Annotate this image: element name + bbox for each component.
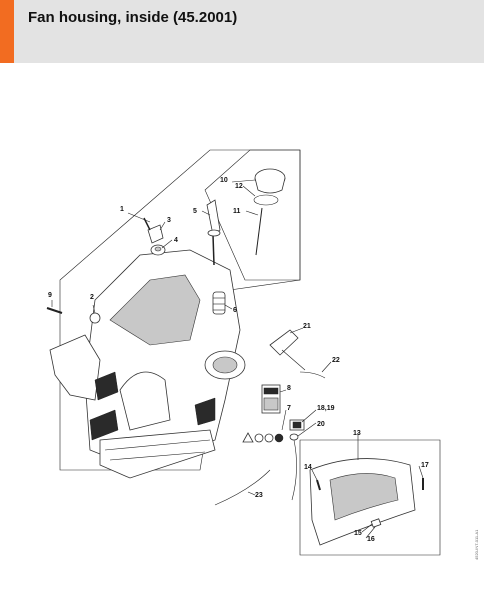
callout-labels: 1 2 3 4 5 6 7 8 9 10 11 12 13 14 15 16 1… bbox=[48, 177, 429, 543]
fan-housing-outline bbox=[59, 149, 301, 471]
callout-10: 10 bbox=[220, 177, 228, 184]
part-14-screw bbox=[316, 479, 321, 491]
part-2 bbox=[89, 304, 101, 324]
callout-18-19: 18,19 bbox=[317, 405, 335, 412]
callout-6: 6 bbox=[233, 307, 237, 314]
document-id: 4520-INT-011-A1 bbox=[474, 529, 479, 560]
page-header: Fan housing, inside (45.2001) bbox=[0, 0, 484, 63]
callout-1: 1 bbox=[120, 206, 124, 213]
part-6 bbox=[212, 291, 226, 315]
page-title: Fan housing, inside (45.2001) bbox=[28, 9, 238, 26]
callout-2: 2 bbox=[90, 294, 94, 301]
leader-lines bbox=[127, 179, 424, 539]
callout-21: 21 bbox=[303, 323, 311, 330]
callout-23: 23 bbox=[255, 492, 263, 499]
callout-13: 13 bbox=[353, 430, 361, 437]
part-7-warning-labels bbox=[242, 432, 284, 443]
part-21 bbox=[269, 329, 306, 371]
callout-4: 4 bbox=[174, 237, 178, 244]
part-15-16 bbox=[370, 518, 382, 528]
header-accent-bar bbox=[0, 0, 14, 63]
callout-14: 14 bbox=[304, 464, 312, 471]
part-13-handle bbox=[309, 458, 416, 546]
part-8-label bbox=[261, 384, 281, 414]
callout-20: 20 bbox=[317, 421, 325, 428]
part-23-cable bbox=[214, 469, 271, 506]
tank-cap-assembly bbox=[253, 168, 286, 256]
callout-15: 15 bbox=[354, 530, 362, 537]
callout-17: 17 bbox=[421, 462, 429, 469]
handle-inset-box bbox=[299, 439, 441, 556]
callout-7: 7 bbox=[287, 405, 291, 412]
callout-16: 16 bbox=[367, 536, 375, 543]
part-18-19-switch bbox=[289, 419, 305, 431]
callout-8: 8 bbox=[287, 385, 291, 392]
part-3 bbox=[143, 217, 164, 244]
part-20 bbox=[289, 433, 299, 501]
fan-housing-body bbox=[84, 249, 246, 479]
side-guard bbox=[49, 334, 119, 401]
part-5 bbox=[206, 199, 221, 266]
callout-3: 3 bbox=[167, 217, 171, 224]
callout-12: 12 bbox=[235, 183, 243, 190]
cap-inset-box bbox=[204, 149, 301, 281]
callout-22: 22 bbox=[332, 357, 340, 364]
callout-11: 11 bbox=[233, 208, 241, 215]
part-22-cable bbox=[299, 371, 326, 379]
part-9-screw bbox=[46, 300, 63, 314]
part-4 bbox=[150, 244, 166, 256]
callout-9: 9 bbox=[48, 292, 52, 299]
callout-5: 5 bbox=[193, 208, 197, 215]
